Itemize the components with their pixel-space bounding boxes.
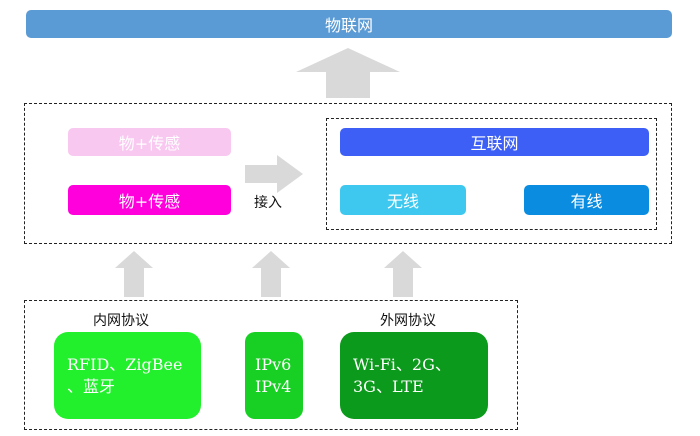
- up-arrow-inner-icon: [115, 251, 153, 297]
- up-arrow-ip-icon: [252, 251, 290, 297]
- right-arrow-icon: [245, 155, 303, 193]
- wired-label: 有线: [570, 192, 603, 211]
- internet-title-label: 互联网: [470, 134, 519, 153]
- outer-protocol-label: 外网协议: [380, 313, 436, 329]
- middle-layer-container: [24, 103, 672, 244]
- wired-bar: 有线: [524, 185, 649, 215]
- outer-protocol-line-2: 3G、LTE: [353, 376, 424, 396]
- inner-protocol-label: 内网协议: [93, 313, 149, 329]
- sensor-label: 物+传感: [118, 192, 181, 211]
- sensor-ghost-bar: 物+传感: [68, 128, 231, 156]
- sensor-bar: 物+传感: [68, 185, 231, 215]
- ip-protocol-line-1: IPv6: [255, 354, 292, 374]
- outer-protocol-line-1: Wi-Fi、2G、: [353, 354, 451, 374]
- outer-protocol-box: Wi-Fi、2G、 3G、LTE: [340, 332, 488, 419]
- sensor-ghost-label: 物+传感: [118, 134, 181, 153]
- wireless-bar: 无线: [340, 185, 466, 215]
- iot-title-label: 物联网: [324, 16, 373, 35]
- inner-protocol-line-2: 、蓝牙: [67, 376, 116, 396]
- wireless-label: 无线: [386, 192, 419, 211]
- internet-title-bar: 互联网: [340, 128, 649, 156]
- protocol-layer-container: [24, 300, 518, 430]
- ip-protocol-line-2: IPv4: [255, 376, 292, 396]
- internet-container: [326, 118, 657, 230]
- up-arrow-large-icon: [296, 48, 400, 98]
- iot-title-bar: 物联网: [26, 10, 672, 38]
- up-arrow-outer-icon: [384, 251, 422, 297]
- inner-protocol-line-1: RFID、ZigBee: [67, 354, 183, 374]
- access-label: 接入: [254, 195, 282, 211]
- inner-protocol-box: RFID、ZigBee 、蓝牙: [54, 332, 201, 419]
- ip-protocol-box: IPv6 IPv4: [245, 332, 303, 419]
